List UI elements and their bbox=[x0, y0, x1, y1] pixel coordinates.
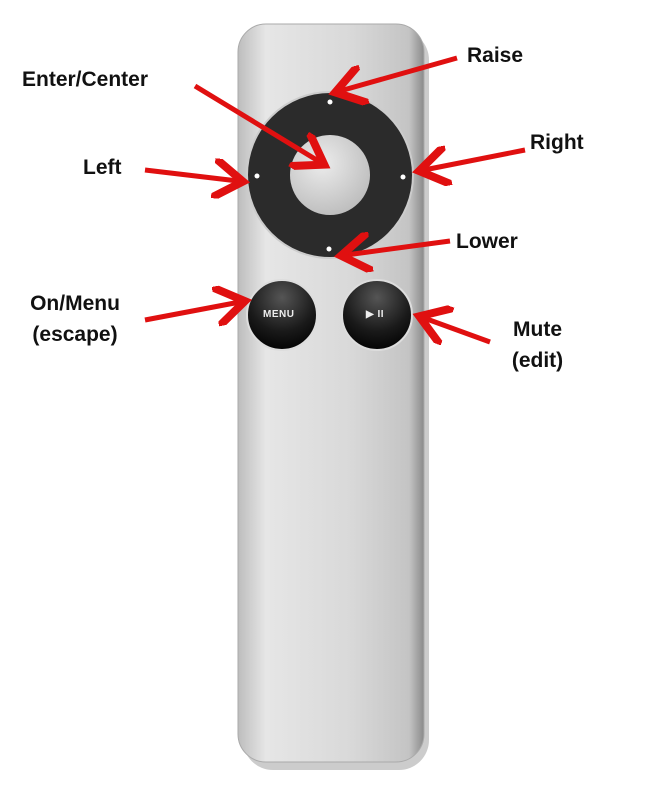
center-button bbox=[290, 135, 370, 215]
lower-dot-icon bbox=[326, 246, 332, 252]
label-mute-sub: (edit) bbox=[511, 349, 564, 372]
left-dot-icon bbox=[254, 173, 260, 179]
label-on-menu-sub: (escape) bbox=[32, 323, 118, 346]
arrows bbox=[144, 55, 526, 342]
label-left: Left bbox=[83, 156, 122, 179]
left-arrow bbox=[144, 170, 238, 181]
menu-arrow bbox=[144, 302, 240, 320]
label-enter-center: Enter/Center bbox=[22, 68, 149, 91]
label-lower: Lower bbox=[456, 230, 518, 253]
label-mute-main: Mute bbox=[513, 318, 562, 341]
label-raise: Raise bbox=[467, 44, 524, 67]
menu-button-label: MENU bbox=[263, 309, 295, 320]
label-on-menu: On/Menu (escape) bbox=[10, 291, 140, 348]
raise-arrow bbox=[340, 55, 458, 91]
label-right: Right bbox=[530, 131, 584, 154]
label-mute: Mute (edit) bbox=[490, 317, 585, 374]
label-on-menu-main: On/Menu bbox=[30, 292, 120, 315]
play-pause-icon: ▶ II bbox=[366, 309, 385, 320]
lower-arrow bbox=[346, 241, 451, 255]
right-arrow bbox=[424, 150, 526, 170]
right-dot-icon bbox=[400, 174, 406, 180]
enter-arrow bbox=[193, 83, 320, 162]
mute-arrow bbox=[424, 318, 491, 342]
raise-dot-icon bbox=[327, 99, 333, 105]
play-pause-button[interactable] bbox=[341, 279, 413, 351]
click-wheel[interactable] bbox=[246, 91, 414, 259]
